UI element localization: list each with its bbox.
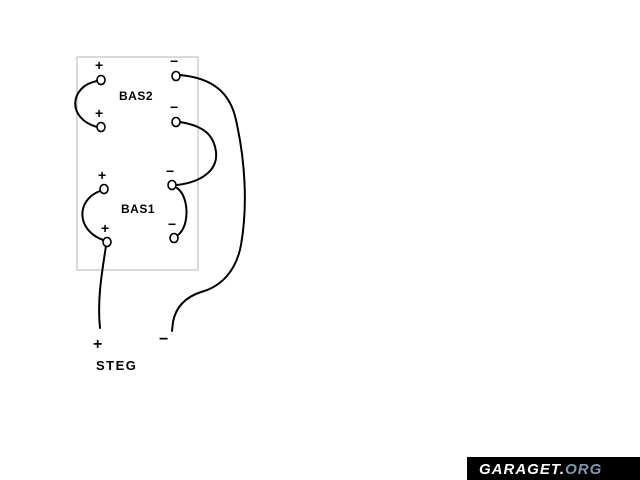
bas1-sign-bottom-right: − [168,216,176,232]
bas1-terminal-bottom-left [102,236,112,248]
amp-plus-sign: + [93,336,102,353]
bas1-terminal-top-right [167,179,177,191]
bas1-label: BAS1 [121,202,155,216]
bas2-terminal-bottom-left [96,121,106,133]
speaker-enclosure-box [76,56,199,271]
watermark-name: GARAGET. [479,461,565,478]
bas2-sign-bottom-right: − [170,99,178,115]
watermark-background [467,457,640,480]
bas2-sign-top-right: − [170,53,178,69]
bas2-label: BAS2 [119,89,153,103]
wire-bas2-minus-to-amp-minus [171,74,246,332]
amp-minus-sign: − [159,331,168,348]
wire-bas1-plus-to-amp-plus [98,245,107,329]
amp-label: STEG [96,358,137,373]
wire-bas1-plus-loop [81,190,104,241]
watermark-suffix: ORG [565,461,602,478]
wire-bas1-minus-loop [176,187,188,236]
bas1-sign-top-left: + [98,167,106,183]
wire-bas2-to-bas1 [176,121,218,186]
bas2-terminal-top-left [96,74,106,86]
bas1-terminal-top-left [99,183,109,195]
bas1-sign-bottom-left: + [101,220,109,236]
bas2-terminal-top-right [171,70,181,82]
bas1-terminal-bottom-right [169,232,179,244]
bas1-sign-top-right: − [166,163,174,179]
bas2-terminal-bottom-right [171,116,181,128]
bas2-sign-top-left: + [95,57,103,73]
watermark-logo: GARAGET.ORG [479,461,602,478]
wire-bas2-plus-loop [74,80,98,128]
bas2-sign-bottom-left: + [95,105,103,121]
